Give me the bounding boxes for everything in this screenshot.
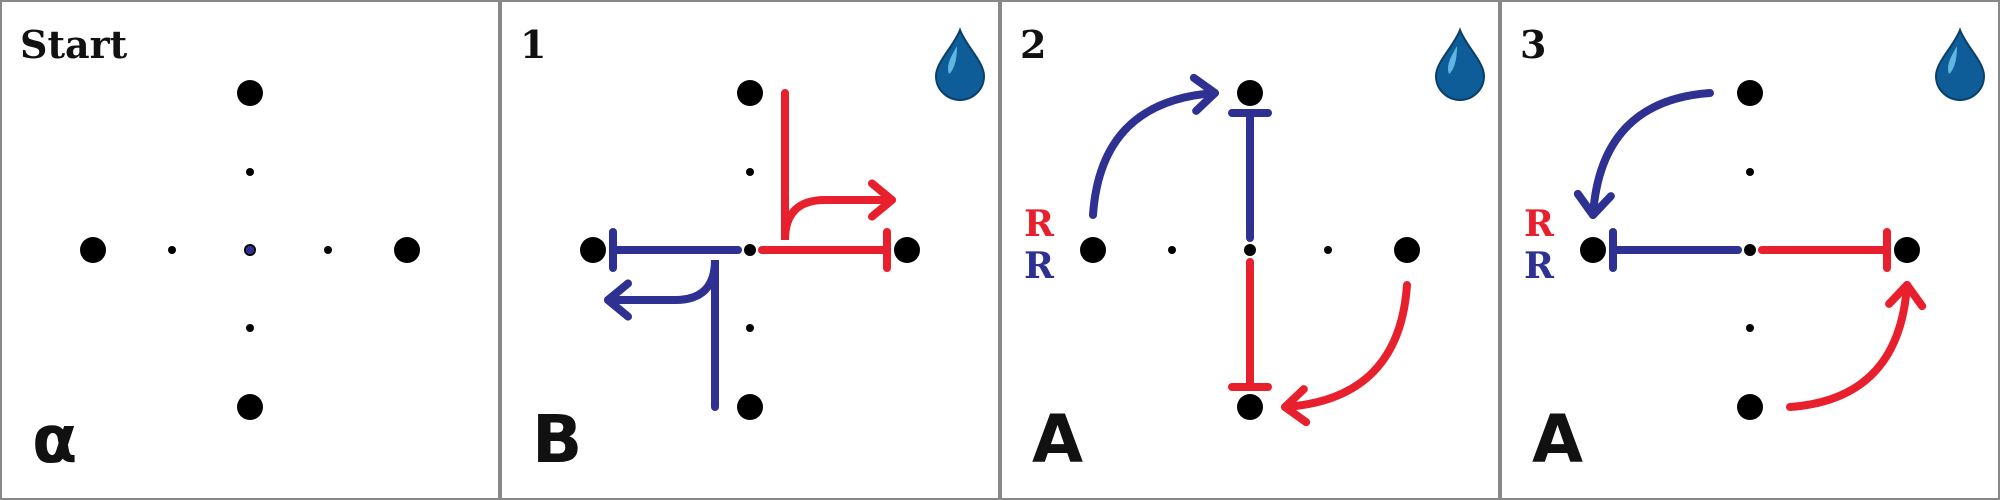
panel-3: 2A RR bbox=[1000, 0, 1500, 500]
node-dot-east bbox=[894, 237, 920, 263]
mid-dot-south bbox=[1746, 324, 1754, 332]
mid-dot-south bbox=[746, 324, 754, 332]
water-drop-icon bbox=[1934, 27, 1986, 101]
blue-arrow-west-to-north-head bbox=[1189, 73, 1219, 115]
panel-1: Start α bbox=[0, 0, 500, 500]
red-arrow-north-to-east bbox=[781, 89, 896, 241]
node-dot-south bbox=[237, 394, 263, 420]
node-dot-north bbox=[1737, 80, 1763, 106]
mid-dot-west bbox=[168, 246, 176, 254]
node-dot-south bbox=[1237, 394, 1263, 420]
node-dot-east bbox=[394, 237, 420, 263]
red-arrow-east-to-south bbox=[1281, 281, 1411, 411]
mid-dot-east bbox=[324, 246, 332, 254]
center-dot bbox=[1244, 244, 1256, 256]
node-dot-west bbox=[580, 237, 606, 263]
blue-arrow-south-to-west bbox=[604, 259, 719, 411]
blue-arrow-west-to-north bbox=[1089, 89, 1219, 219]
node-dot-west bbox=[1580, 237, 1606, 263]
node-dot-west bbox=[1080, 237, 1106, 263]
water-drop-icon bbox=[1434, 27, 1486, 101]
blue-arrow-north-to-west-head bbox=[1573, 189, 1615, 219]
node-dot-west bbox=[80, 237, 106, 263]
panel-title: 2 bbox=[1020, 22, 1046, 67]
red-arrow-south-to-east-head bbox=[1885, 281, 1927, 311]
blue-arrow-north-to-west bbox=[1589, 89, 1714, 219]
water-drop-icon bbox=[934, 27, 986, 101]
mid-dot-east bbox=[1324, 246, 1332, 254]
mid-dot-west bbox=[1168, 246, 1176, 254]
mid-dot-north bbox=[746, 168, 754, 176]
blue-arrow-south-to-west-head bbox=[604, 279, 633, 321]
panel-4: 3A RR bbox=[1500, 0, 2000, 500]
red-arrow-north-to-east-head bbox=[867, 179, 896, 221]
mid-dot-south bbox=[246, 324, 254, 332]
mid-dot-north bbox=[1746, 168, 1754, 176]
panel-title: 3 bbox=[1520, 22, 1546, 67]
node-dot-south bbox=[1737, 394, 1763, 420]
blue-r-label: R bbox=[1524, 245, 1555, 287]
red-arrow-south-to-east bbox=[1786, 281, 1911, 411]
node-dot-south bbox=[737, 394, 763, 420]
panel-letter: A bbox=[1032, 401, 1083, 478]
node-dot-north bbox=[737, 80, 763, 106]
node-dot-north bbox=[237, 80, 263, 106]
mid-dot-north bbox=[246, 168, 254, 176]
panel-letter: B bbox=[532, 401, 582, 478]
blue-r-label: R bbox=[1024, 245, 1055, 287]
red-arrow-east-to-south-head bbox=[1281, 385, 1311, 427]
red-r-label: R bbox=[1524, 203, 1555, 245]
panel-2: 1B bbox=[500, 0, 1000, 500]
panel-letter: A bbox=[1532, 401, 1583, 478]
node-dot-east bbox=[1894, 237, 1920, 263]
panel-title: 1 bbox=[520, 22, 546, 67]
red-r-label: R bbox=[1024, 203, 1055, 245]
node-dot-north bbox=[1237, 80, 1263, 106]
center-dot bbox=[1744, 244, 1756, 256]
panel-letter: α bbox=[32, 401, 77, 478]
center-dot bbox=[744, 244, 756, 256]
panel-title: Start bbox=[20, 22, 128, 67]
node-dot-east bbox=[1394, 237, 1420, 263]
